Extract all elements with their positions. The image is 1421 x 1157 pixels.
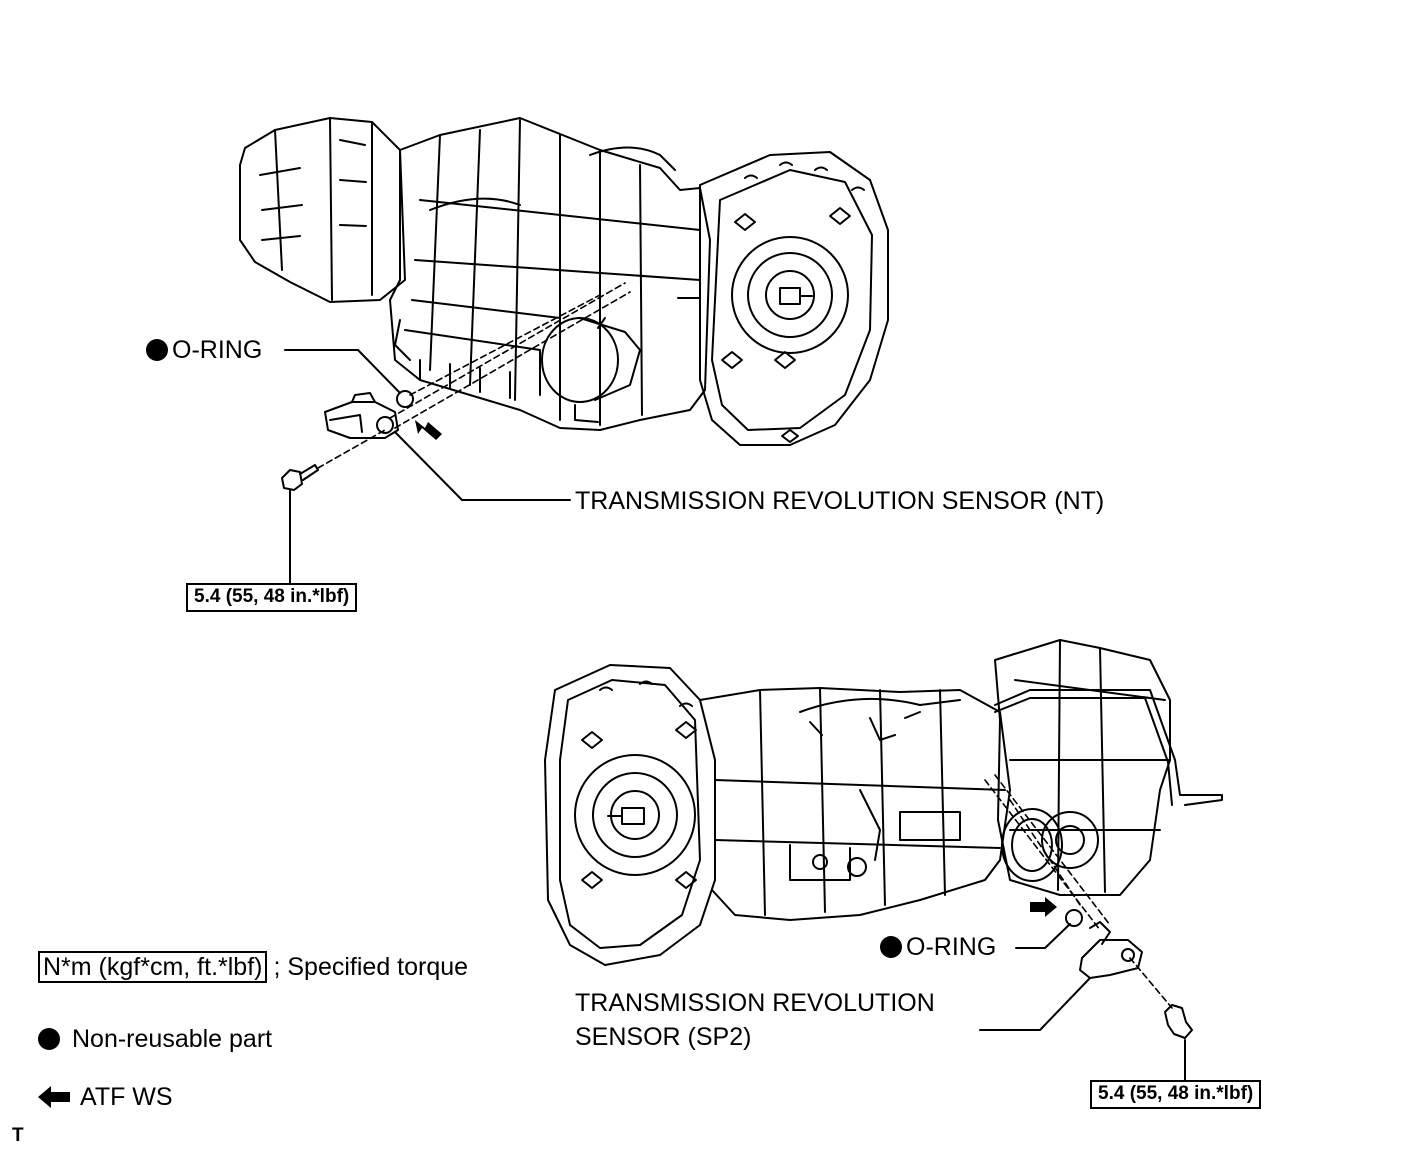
- legend-nonreusable: Non-reusable part: [38, 1027, 272, 1052]
- atf-arrow-icon: [38, 1086, 70, 1108]
- lower-transmission-drawing: [544, 639, 1223, 966]
- lower-atf-arrow-icon: [1030, 897, 1057, 917]
- lower-torque-spec: 5.4 (55, 48 in.*lbf): [1090, 1080, 1262, 1109]
- upper-oring-label: O-RING: [146, 338, 262, 363]
- lower-sensor-label-line2: SENSOR (SP2): [575, 1023, 752, 1051]
- lower-leaders: [979, 923, 1186, 1083]
- upper-sensor-label: TRANSMISSION REVOLUTION SENSOR (NT): [575, 487, 1105, 515]
- lower-sensor-sp2-drawing: [1065, 909, 1193, 1039]
- lower-alignment-lines: [984, 774, 1173, 1009]
- upper-alignment-lines: [317, 282, 631, 469]
- non-reusable-dot-icon: [38, 1028, 60, 1050]
- lower-sensor-label-line1: TRANSMISSION REVOLUTION: [575, 989, 935, 1017]
- lower-oring-label: O-RING: [880, 935, 996, 960]
- legend-torque-unit-box: N*m (kgf*cm, ft.*lbf): [38, 951, 268, 983]
- upper-atf-arrow-icon: [415, 420, 442, 440]
- legend-torque: N*m (kgf*cm, ft.*lbf); Specified torque: [38, 951, 469, 983]
- upper-transmission-drawing: [239, 117, 889, 446]
- legend-atf: ATF WS: [38, 1085, 173, 1110]
- upper-torque-spec: 5.4 (55, 48 in.*lbf): [186, 583, 358, 612]
- non-reusable-dot-icon: [880, 936, 902, 958]
- corner-mark: T: [12, 1125, 24, 1146]
- upper-sensor-nt-drawing: [281, 390, 414, 491]
- legend-torque-desc: ; Specified torque: [273, 953, 469, 981]
- non-reusable-dot-icon: [146, 339, 168, 361]
- upper-leaders: [284, 349, 571, 586]
